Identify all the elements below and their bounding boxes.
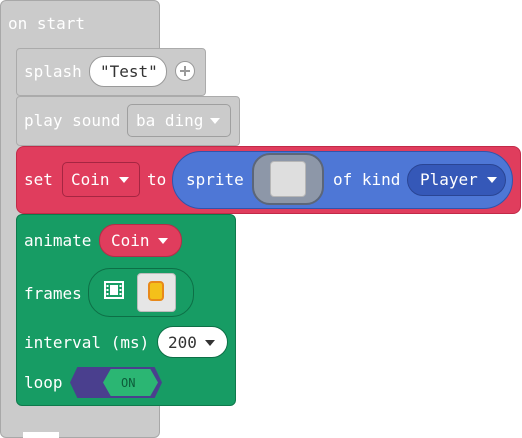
interval-value: 200: [168, 333, 197, 352]
animate-label: animate: [24, 231, 92, 250]
sprite-label: sprite: [186, 170, 244, 189]
sound-dropdown-value: ba ding: [136, 111, 204, 130]
animate-variable-value: Coin: [111, 231, 150, 250]
to-label: to: [147, 170, 167, 189]
interval-label: interval (ms): [24, 333, 150, 352]
splash-text-value: "Test": [100, 62, 158, 81]
film-icon: [104, 281, 124, 299]
caret-down-icon: [158, 238, 168, 244]
frames-label: frames: [24, 284, 82, 303]
interval-dropdown[interactable]: [157, 326, 228, 358]
caret-down-icon: [487, 177, 497, 183]
on-start-label: on start: [8, 14, 86, 33]
of-kind-label: of kind: [333, 170, 401, 189]
loop-state-label: ON: [121, 376, 136, 390]
animate-variable-dropdown[interactable]: [99, 224, 182, 257]
coin-sprite-icon: [148, 281, 164, 301]
set-variable-value: Coin: [71, 170, 110, 189]
caret-down-icon: [210, 118, 220, 124]
caret-down-icon: [205, 340, 215, 346]
splash-text-input[interactable]: [89, 56, 167, 87]
set-label: set: [24, 170, 53, 189]
caret-down-icon: [119, 177, 129, 183]
plus-circle-icon[interactable]: [175, 61, 195, 81]
loop-toggle-knob[interactable]: [103, 369, 158, 396]
kind-dropdown-value: Player: [420, 170, 478, 189]
splash-label: splash: [24, 62, 82, 81]
play-sound-label: play sound: [24, 111, 121, 130]
loop-label: loop: [24, 373, 63, 392]
sprite-image-thumbnail: [270, 161, 306, 197]
